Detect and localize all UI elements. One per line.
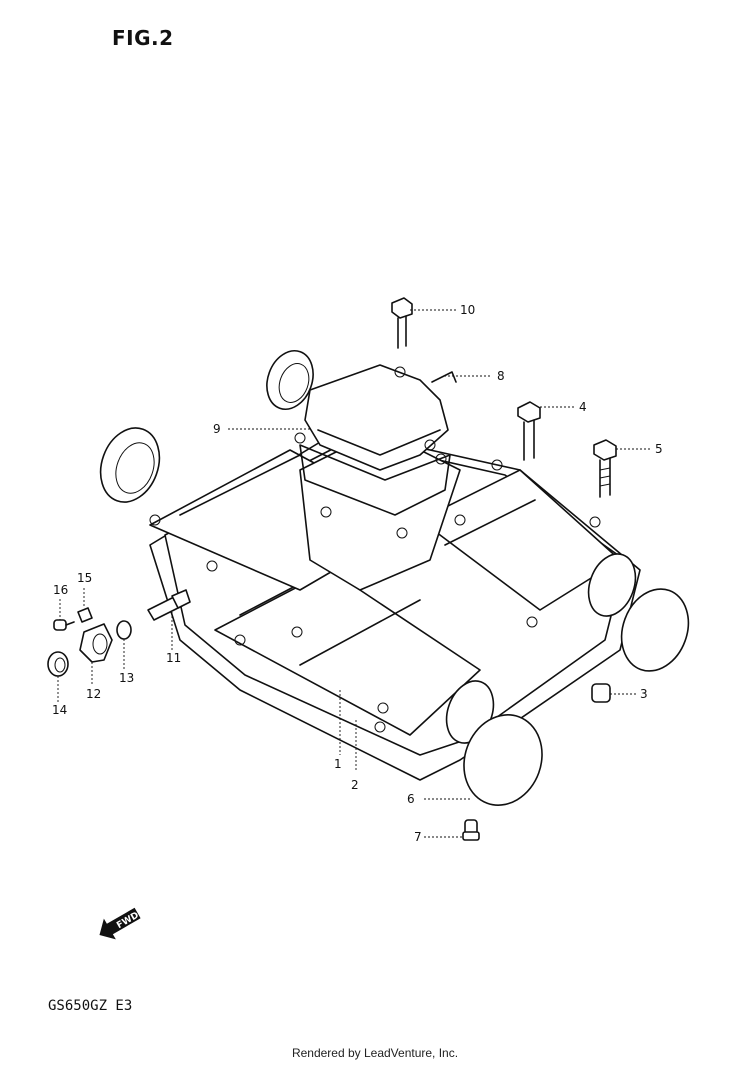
callout-13: 13	[119, 671, 134, 685]
leader-lines	[57, 309, 650, 838]
callout-5: 5	[655, 442, 663, 456]
figure-title: FIG.2	[112, 26, 174, 50]
callout-1: 1	[334, 757, 342, 771]
callout-3: 3	[640, 687, 648, 701]
end-cap-left	[99, 427, 161, 503]
callout-4: 4	[579, 400, 587, 414]
callout-16: 16	[53, 583, 68, 597]
forward-arrow-icon: FWD	[99, 907, 141, 940]
breather-cover	[304, 364, 457, 471]
screw-7	[462, 819, 480, 841]
plug-14	[47, 651, 69, 677]
camshaft-cover-body	[149, 429, 626, 756]
dowel-pin-3	[591, 683, 611, 703]
end-cap-right-housing	[587, 553, 637, 617]
breather-cover-gasket	[299, 444, 451, 516]
callout-9: 9	[213, 422, 221, 436]
callout-12: 12	[86, 687, 101, 701]
housing-12	[79, 623, 113, 663]
footer-credit: Rendered by LeadVenture, Inc.	[291, 1046, 459, 1060]
screw-16	[53, 619, 75, 631]
tachometer-drive-shaft-11	[147, 589, 191, 621]
bolt-10	[391, 297, 413, 349]
clamp-15	[77, 607, 93, 623]
callout-2: 2	[351, 778, 359, 792]
callout-14: 14	[52, 703, 67, 717]
callout-11: 11	[166, 651, 181, 665]
callout-15: 15	[77, 571, 92, 585]
callout-8: 8	[497, 369, 505, 383]
bolt-4	[517, 401, 541, 461]
end-cap-top	[266, 350, 314, 410]
oil-seal-13	[116, 620, 132, 640]
cap-6-right	[620, 588, 690, 672]
callout-10: 10	[460, 303, 475, 317]
cap-6-front	[463, 714, 543, 806]
callout-7: 7	[414, 830, 422, 844]
model-code: GS650GZ E3	[48, 998, 133, 1014]
callout-6: 6	[407, 792, 415, 806]
bolt-5	[593, 439, 617, 498]
